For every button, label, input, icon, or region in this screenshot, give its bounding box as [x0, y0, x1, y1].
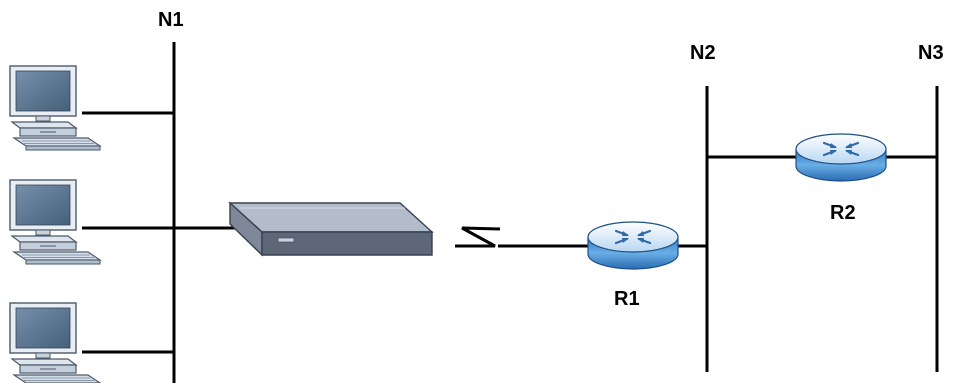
label-n3: N3 [918, 42, 944, 64]
label-r1: R1 [614, 288, 640, 310]
computer-icon [9, 302, 101, 383]
label-r2: R2 [830, 202, 856, 224]
computer-icon [9, 179, 101, 265]
network-device-icon [228, 201, 434, 257]
computer-icon [9, 65, 101, 151]
label-n2: N2 [690, 42, 716, 64]
router-icon [794, 132, 888, 183]
router-icon [586, 220, 680, 271]
label-n1: N1 [158, 9, 184, 31]
wan-link [455, 226, 501, 248]
